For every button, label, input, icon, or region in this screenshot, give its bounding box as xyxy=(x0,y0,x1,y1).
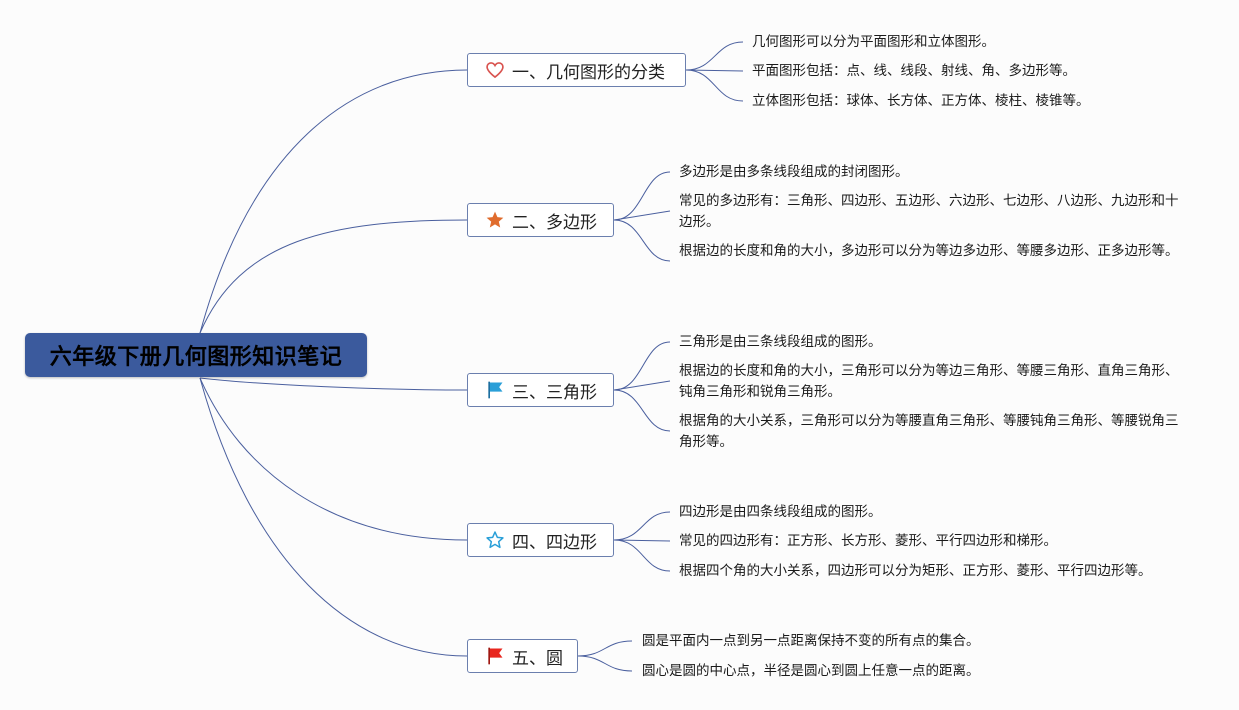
list-item: 常见的四边形有：正方形、长方形、菱形、平行四边形和梯形。 xyxy=(679,533,1057,549)
connector-root-branch-4 xyxy=(199,377,468,541)
list-item: 常见的多边形有：三角形、四边形、五边形、六边形、七边形、八边形、九边形和十边形。 xyxy=(679,193,1179,230)
branch-topic-classification[interactable]: 一、几何图形的分类 xyxy=(467,53,686,87)
star-outline-icon xyxy=(484,529,506,551)
list-item: 圆是平面内一点到另一点距离保持不变的所有点的集合。 xyxy=(642,633,980,649)
list-item: 根据边的长度和角的大小，多边形可以分为等边多边形、等腰多边形、正多边形等。 xyxy=(679,243,1179,259)
list-item: 几何图形可以分为平面图形和立体图形。 xyxy=(752,34,995,50)
list-item: 三角形是由三条线段组成的图形。 xyxy=(679,334,882,350)
branch-topic-circle[interactable]: 五、圆 xyxy=(467,639,578,673)
branch-label: 二、多边形 xyxy=(512,212,597,233)
star-filled-icon xyxy=(484,209,506,231)
connector-root-branch-1 xyxy=(199,69,468,334)
branch-label: 一、几何图形的分类 xyxy=(512,62,665,83)
branch-topic-quadrilateral[interactable]: 四、四边形 xyxy=(467,523,614,557)
heart-icon xyxy=(484,59,506,81)
list-item: 多边形是由多条线段组成的封闭图形。 xyxy=(679,164,909,180)
flag-blue-icon xyxy=(484,379,506,401)
connector-root-branch-5 xyxy=(199,377,468,657)
list-item: 立体图形包括：球体、长方体、正方体、棱柱、棱锥等。 xyxy=(752,93,1090,109)
list-item: 根据边的长度和角的大小，三角形可以分为等边三角形、等腰三角形、直角三角形、钝角三… xyxy=(679,363,1179,400)
connector-root-branch-2 xyxy=(199,219,468,334)
list-item: 根据角的大小关系，三角形可以分为等腰直角三角形、等腰钝角三角形、等腰锐角三角形等… xyxy=(679,413,1179,450)
connector-root-branch-3 xyxy=(199,377,468,391)
list-item: 四边形是由四条线段组成的图形。 xyxy=(679,504,882,520)
root-title: 六年级下册几何图形知识笔记 xyxy=(49,345,343,370)
list-item: 圆心是圆的中心点，半径是圆心到圆上任意一点的距离。 xyxy=(642,663,980,679)
branch-label: 五、圆 xyxy=(512,648,563,669)
list-item: 根据四个角的大小关系，四边形可以分为矩形、正方形、菱形、平行四边形等。 xyxy=(679,563,1152,579)
list-item: 平面图形包括：点、线、线段、射线、角、多边形等。 xyxy=(752,63,1076,79)
flag-red-icon xyxy=(484,645,506,667)
branch-label: 三、三角形 xyxy=(512,382,597,403)
branch-topic-triangle[interactable]: 三、三角形 xyxy=(467,373,614,407)
branch-topic-polygon[interactable]: 二、多边形 xyxy=(467,203,614,237)
root-topic[interactable]: 六年级下册几何图形知识笔记 xyxy=(25,333,367,377)
branch-label: 四、四边形 xyxy=(512,532,597,553)
